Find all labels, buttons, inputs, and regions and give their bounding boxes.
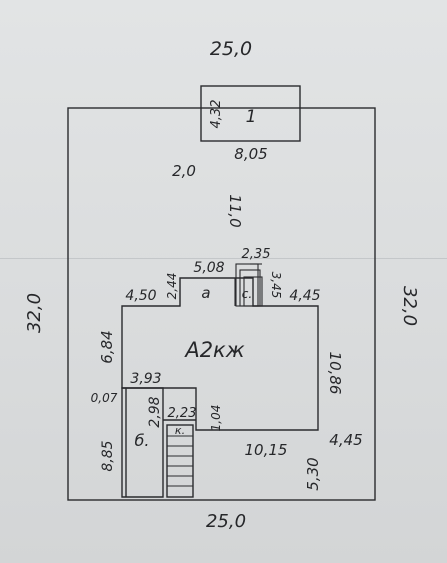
gap-to-house: 11,0 (226, 194, 244, 227)
plot-top-dimension: 25,0 (210, 38, 252, 60)
house-to-bottom-edge: 5,30 (304, 457, 322, 490)
annex-label: б. (135, 431, 150, 450)
house-to-right-edge: 4,45 (329, 431, 362, 449)
outbuilding-number: 1 (246, 107, 257, 127)
porch-width: 5,08 (193, 260, 224, 276)
paper-fold-line (0, 258, 447, 259)
outbuilding-width: 8,05 (234, 145, 267, 163)
house-right-offset: 4,45 (289, 288, 320, 304)
house-label: А2кж (183, 338, 244, 362)
step-label: с. (242, 287, 252, 301)
house-right-wall: 10,86 (326, 352, 344, 395)
stair-outline (166, 424, 194, 498)
step-width: 2,35 (242, 247, 271, 262)
outbuilding (200, 85, 301, 142)
house-bottom-width: 10,15 (245, 441, 288, 459)
annex-height: 2,98 (147, 396, 163, 427)
plot-boundary (67, 107, 376, 501)
plot-right-dimension: 32,0 (399, 286, 420, 326)
plot-left-dimension: 32,0 (24, 293, 45, 333)
gap-to-plot-edge: 2,0 (172, 162, 196, 180)
annex-outline (121, 387, 164, 498)
house-left-offset: 4,50 (125, 288, 156, 304)
step-block-inner (243, 276, 263, 307)
outbuilding-height: 4,32 (209, 100, 224, 129)
house-left-wall: 6,84 (98, 330, 116, 363)
porch-height: 2,44 (165, 273, 179, 300)
annex-width: 3,93 (130, 371, 161, 387)
annex-offset: 0,07 (91, 391, 118, 405)
stair-width: 2,23 (168, 406, 197, 421)
annex-side: 8,85 (100, 440, 116, 471)
stair-depth: 1,04 (209, 405, 223, 432)
porch-label: а (201, 284, 210, 302)
step-height: 3,45 (269, 272, 283, 299)
plot-bottom-dimension: 25,0 (206, 511, 246, 532)
stair-label: к. (175, 424, 185, 437)
